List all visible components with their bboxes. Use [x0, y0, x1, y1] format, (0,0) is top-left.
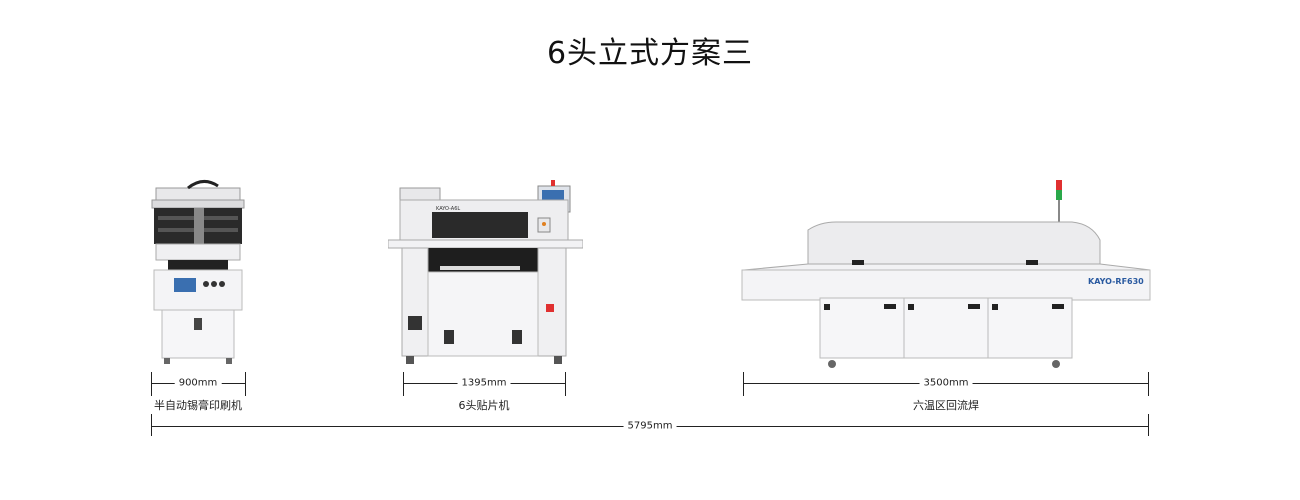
printer-image — [151, 180, 245, 364]
page-title: 6头立式方案三 — [546, 36, 754, 71]
pick-and-place-brand: KAYO-A6L — [436, 206, 460, 212]
reflow-dim-right-tick — [1148, 372, 1149, 396]
pnp-dim-left-tick — [403, 372, 404, 396]
pnp-name: 6头贴片机 — [458, 399, 510, 412]
reflow-oven-brand: KAYO-RF630 — [1088, 277, 1144, 286]
printer-width-label: 900mm — [174, 377, 222, 389]
reflow-width-label: 3500mm — [919, 377, 973, 389]
printer-dim-left-tick — [151, 372, 152, 396]
reflow-name: 六温区回流焊 — [913, 399, 979, 412]
total-dim-left-tick — [151, 414, 152, 436]
pick-and-place-image: KAYO-A6L — [388, 180, 583, 364]
total-dim-right-tick — [1148, 414, 1149, 436]
printer-name: 半自动锡膏印刷机 — [154, 399, 242, 412]
reflow-oven-image: KAYO-RF630 — [741, 180, 1151, 368]
total-width-label: 5795mm — [623, 420, 677, 432]
pnp-dim-right-tick — [565, 372, 566, 396]
pnp-width-label: 1395mm — [457, 377, 511, 389]
reflow-dim-left-tick — [743, 372, 744, 396]
printer-dim-right-tick — [245, 372, 246, 396]
